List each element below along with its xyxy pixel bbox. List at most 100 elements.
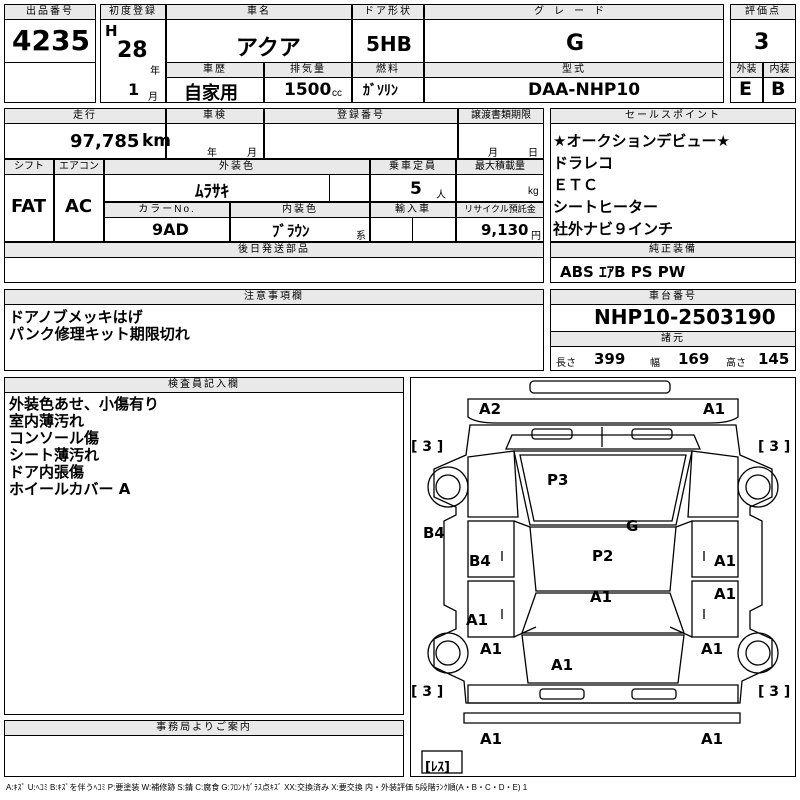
- damage-mark: A1: [551, 656, 574, 674]
- front-left-fender: [467, 450, 519, 518]
- inspector-item: コンソール傷: [9, 429, 100, 447]
- genuine-box: [550, 257, 796, 283]
- exterior-grade-header: 外装: [730, 62, 763, 78]
- inspector-header: 検査員記入欄: [4, 377, 404, 393]
- spare-tire-box: [421, 750, 463, 774]
- reg-month-unit: 月: [148, 92, 158, 103]
- inspection-year-unit: 年: [207, 148, 217, 159]
- interior-grade-box: [763, 77, 796, 103]
- inspector-box: [4, 392, 404, 715]
- inspection-month-unit: 月: [247, 148, 257, 159]
- reg-box: [100, 19, 166, 103]
- front-bumper-bar: [529, 380, 671, 394]
- model-header: 型式: [424, 62, 724, 78]
- chassis-number: NHP10-2503190: [594, 305, 776, 329]
- office-box: [4, 735, 404, 777]
- history-header: 車歴: [166, 62, 264, 78]
- color-no: 9AD: [152, 220, 189, 239]
- front-right-door: [691, 520, 739, 578]
- roof: [529, 526, 677, 592]
- dims-width-label: 幅: [650, 358, 660, 369]
- dims-length: 399: [594, 350, 626, 368]
- exterior-grade: E: [739, 78, 752, 100]
- reg-month: 1: [128, 80, 140, 99]
- sales-point: シートヒーター: [553, 198, 659, 216]
- damage-mark: A1: [466, 611, 489, 629]
- inspector-item: ホイールカバー A: [9, 480, 131, 498]
- lot-number: 4235: [12, 24, 90, 57]
- reg-header: 初度登録: [100, 4, 166, 20]
- car-diagram-frame: [410, 377, 796, 777]
- lot-header: 出品番号: [4, 4, 96, 20]
- shift-header: シフト: [4, 159, 54, 175]
- rear-left-door: [467, 580, 515, 638]
- transfer-month-unit: 月: [488, 148, 498, 159]
- interior-grade: B: [771, 78, 786, 100]
- inspector-item: 室内薄汚れ: [9, 412, 85, 430]
- sales-points-header: セールスポイント: [550, 108, 796, 124]
- color-no-box: [104, 217, 230, 242]
- note-item: パンク修理キット期限切れ: [9, 325, 190, 343]
- sales-point: 社外ナビ９インチ: [553, 220, 674, 238]
- rear-left-wheel: [427, 632, 469, 674]
- front-grille-right: [631, 428, 673, 440]
- genuine-header: 純正装備: [550, 242, 796, 258]
- max-load-header: 最大積載量: [456, 159, 544, 175]
- sales-points-box: [550, 123, 796, 242]
- aircon-header: エアコン: [54, 159, 104, 175]
- damage-mark: B4: [423, 524, 445, 542]
- sales-point: ＥＴＣ: [553, 176, 599, 194]
- damage-mark: A1: [701, 730, 724, 748]
- plate-box: [264, 123, 458, 159]
- plate-header: 登録番号: [264, 108, 458, 124]
- door-header: ドア形状: [352, 4, 424, 20]
- import-divider: [412, 217, 413, 242]
- inspection-box: [166, 123, 264, 159]
- history: 自家用: [184, 83, 238, 104]
- tire-rear-left: [ 3 ]: [411, 684, 444, 700]
- interior-grade-header: 内装: [763, 62, 796, 78]
- transfer-header: 譲渡書類期限: [458, 108, 544, 124]
- windshield: [513, 450, 693, 526]
- rear-light-left: [539, 688, 585, 700]
- displacement-unit: cc: [332, 88, 342, 99]
- car-name-header: 車名: [166, 4, 352, 20]
- capacity-box: [370, 174, 456, 202]
- model-box: [424, 77, 724, 103]
- capacity: 5: [410, 179, 422, 199]
- inspector-list: 外装色あせ、小傷有り 室内薄汚れ コンソール傷 シート薄汚れ ドア内張傷 ホイー…: [9, 396, 159, 498]
- rear-bumper: [467, 684, 739, 704]
- dims-height-label: 高さ: [726, 358, 746, 369]
- damage-mark: B4: [469, 552, 491, 570]
- grade-header: グレード: [424, 4, 724, 20]
- int-color-unit: 系: [356, 231, 366, 242]
- damage-mark: A1: [480, 640, 503, 658]
- damage-mark: P2: [592, 547, 614, 565]
- later-parts-header: 後日発送部品: [4, 242, 544, 258]
- note-item: ドアノブメッキはげ: [9, 308, 143, 326]
- damage-mark: A2: [479, 400, 502, 418]
- mileage-header: 走行: [4, 108, 166, 124]
- reg-era: H: [105, 22, 118, 40]
- front-right-wheel: [737, 466, 779, 508]
- car-diagram: [421, 380, 779, 774]
- shift: FAT: [11, 196, 47, 217]
- windshield-inner: [519, 454, 687, 522]
- inspector-item: シート薄汚れ: [9, 446, 100, 464]
- damage-mark: A1: [703, 400, 726, 418]
- ext-color-box-2: [329, 174, 370, 202]
- tire-rear-right: [ 3 ]: [758, 684, 791, 700]
- aircon-box: [54, 174, 104, 242]
- max-load-box: [456, 174, 544, 202]
- rear-bumper-bar: [463, 712, 741, 724]
- damage-mark: G: [626, 517, 639, 535]
- inspector-item: ドア内張傷: [9, 463, 85, 481]
- ext-color: ﾑﾗｻｷ: [195, 182, 229, 202]
- damage-mark: A1: [714, 585, 737, 603]
- score: 3: [754, 30, 770, 55]
- car-name: アクア: [236, 36, 301, 61]
- damage-mark: A1: [480, 730, 503, 748]
- front-left-wheel: [427, 466, 469, 508]
- tire-front-right: [ 3 ]: [758, 439, 791, 455]
- import-header: 輸入車: [370, 202, 456, 218]
